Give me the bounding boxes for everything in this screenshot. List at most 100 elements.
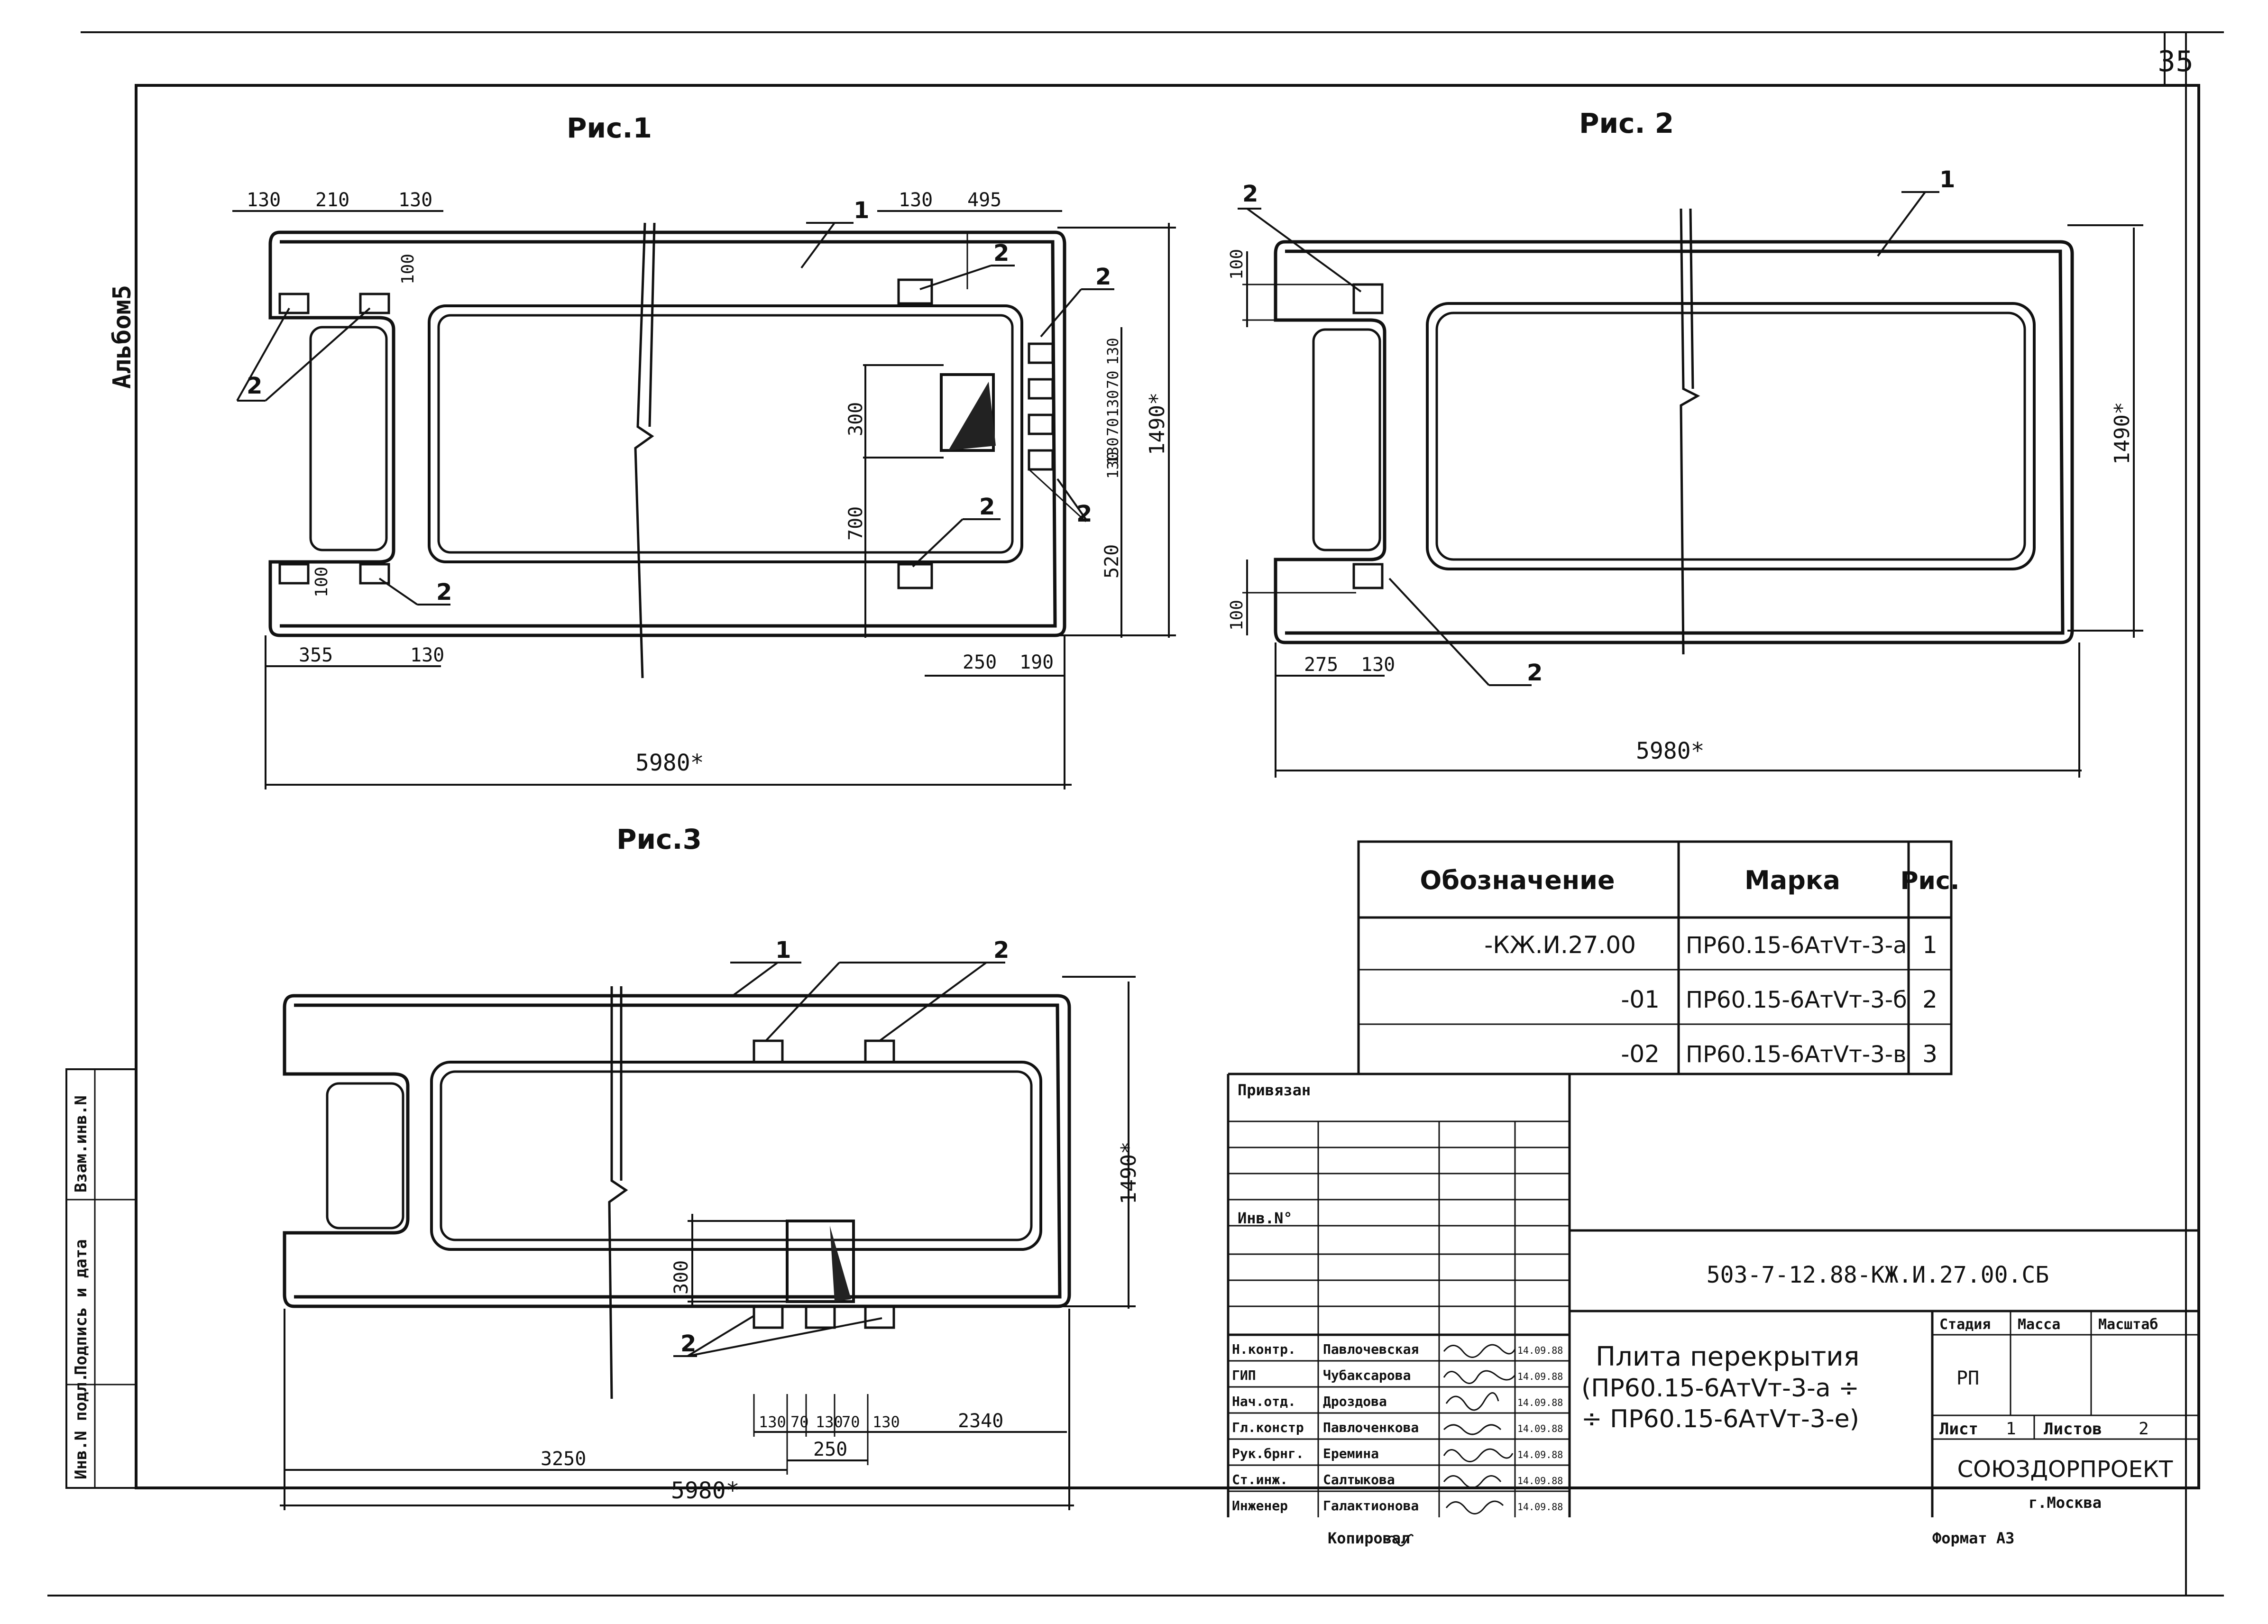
fig2-callout-2a: 2: [1242, 181, 1258, 207]
tb-title-2: (ПР60.15-6АтⅤт-3-а ÷: [1581, 1374, 1859, 1403]
fig1-dim-r1490: 1490*: [1145, 393, 1169, 455]
fig1-callout-1: 1: [854, 197, 869, 224]
fig1-dim-bot-250: 250: [963, 651, 997, 673]
fig2-dim-left-100b: 100: [1227, 600, 1247, 631]
tb-role-5: Рук.брнг.: [1232, 1446, 1304, 1461]
spec-header-designation: Обозначение: [1420, 865, 1615, 895]
sheet-frame: [47, 31, 2224, 1596]
tb-stage-header: Стадия: [1939, 1316, 1991, 1333]
title-block-grid: [1227, 1073, 2199, 1517]
tb-role-1: Н.контр.: [1232, 1341, 1296, 1357]
tb-role-7: Инженер: [1232, 1498, 1288, 1514]
tb-name-4: Павлоченкова: [1323, 1420, 1419, 1435]
tb-sheet-no: 1: [2006, 1419, 2016, 1439]
tb-date-6: 14.09.88: [1517, 1475, 1563, 1486]
tb-date-1: 14.09.88: [1517, 1345, 1563, 1356]
fig1-dim-r130a: 130: [1104, 338, 1122, 365]
fig2-callout-2b: 2: [1527, 660, 1543, 686]
spec-row2-fig: 2: [1922, 986, 1937, 1013]
spec-header-mark: Марка: [1745, 865, 1840, 895]
fig3-dim-v300: 300: [670, 1260, 692, 1294]
spec-row3-fig: 3: [1922, 1040, 1937, 1068]
tb-role-4: Гл.констр: [1232, 1420, 1304, 1435]
tb-date-7: 14.09.88: [1517, 1501, 1563, 1513]
fig3-dim-b70a: 70: [790, 1413, 809, 1431]
fig1-callout-2d: 2: [979, 494, 995, 520]
fig1-dim-top-495: 495: [967, 189, 1001, 211]
album-label: Альбом5: [108, 285, 137, 389]
fig3-callout-2a: 2: [993, 937, 1009, 963]
fig3-dimensions: [280, 976, 1136, 1510]
fig3-dim-b130b: 130: [816, 1413, 843, 1431]
tb-sheet-label: Лист: [1939, 1420, 1978, 1439]
fig2-dim-overall: 5980*: [1636, 738, 1705, 764]
fig3-leaders: [673, 962, 1005, 1357]
tb-mass-header: Масса: [2018, 1316, 2060, 1333]
tb-name-3: Дроздова: [1323, 1394, 1387, 1409]
fig1-dim-r130c: 130: [1104, 437, 1122, 465]
fig1-dim-bot-130: 130: [410, 644, 444, 666]
fig1-dim-r130b: 130: [1104, 390, 1122, 417]
fig3-callout-1: 1: [775, 937, 791, 963]
fig1-dim-v700: 700: [845, 506, 867, 541]
fig2-slab: [1274, 208, 2074, 655]
tb-sheets-label: Листов: [2044, 1420, 2102, 1439]
fig1-dim-left-100: 100: [398, 254, 418, 284]
tb-role-3: Нач.отд.: [1232, 1394, 1296, 1409]
tb-scale-header: Масштаб: [2098, 1316, 2158, 1333]
tb-doc-code: 503-7-12.88-КЖ.И.27.00.СБ: [1707, 1262, 2049, 1288]
fig1-dim-top-130b: 130: [398, 189, 432, 211]
fig1-callout-2a: 2: [993, 240, 1009, 266]
fig2-dim-bot-130: 130: [1361, 654, 1395, 676]
tb-linked: Привязан: [1238, 1081, 1311, 1099]
fig3-slab: [283, 986, 1071, 1399]
fig1-dim-top-130c: 130: [899, 189, 933, 211]
signature-marks: [1386, 1344, 1516, 1547]
fig2-title: Рис. 2: [1579, 107, 1674, 139]
fig1-leaders: [236, 222, 1114, 606]
fig1-dim-left-100b: 100: [312, 567, 331, 597]
tb-stage: РП: [1956, 1367, 1979, 1389]
tb-name-6: Салтыкова: [1323, 1472, 1395, 1487]
fig1-slab: [268, 222, 1066, 679]
tb-org: СОЮЗДОРПРОЕКТ: [1957, 1456, 2173, 1483]
spec-row1-mark: ПР60.15-6АтⅤт-3-а: [1686, 932, 1907, 959]
fig3-dim-b130c: 130: [872, 1413, 900, 1431]
fig3-title: Рис.3: [616, 823, 702, 855]
tb-sheets-no: 2: [2139, 1419, 2149, 1439]
fig2-dim-left-100a: 100: [1227, 249, 1247, 280]
fig1-callout-2b: 2: [1095, 264, 1111, 290]
fig3-dim-r1490: 1490*: [1117, 1142, 1141, 1204]
side-stamp: [65, 1068, 137, 1489]
tb-date-3: 14.09.88: [1517, 1397, 1563, 1408]
spec-row2-designation: -01: [1621, 986, 1660, 1013]
tb-name-7: Галактионова: [1323, 1498, 1419, 1514]
side-stamp-replace: Взам.инв.N: [72, 1095, 91, 1193]
tb-role-2: ГИП: [1232, 1367, 1256, 1383]
fig1-callout-2c: 2: [247, 373, 262, 399]
tb-copied: Копировал: [1328, 1529, 1410, 1547]
fig1-dim-bot-355: 355: [299, 644, 333, 666]
tb-date-4: 14.09.88: [1517, 1423, 1563, 1434]
tb-city: г.Москва: [2029, 1494, 2102, 1512]
fig1-dimensions: [232, 210, 1176, 789]
side-stamp-inv: Инв.N подл.: [72, 1373, 91, 1479]
tb-inv-no: Инв.N°: [1238, 1209, 1293, 1227]
fig1-dim-r520: 520: [1101, 544, 1123, 578]
fig1-callout-2e: 2: [1076, 501, 1092, 527]
spec-row1-fig: 1: [1922, 931, 1937, 959]
spec-header-fig: Рис.: [1900, 867, 1959, 895]
fig3-dim-b70b: 70: [842, 1413, 860, 1431]
fig2-dimensions: [1242, 224, 2143, 778]
side-stamp-sign: Подпись и дата: [72, 1239, 91, 1375]
fig3-dim-b130a: 130: [759, 1413, 786, 1431]
tb-name-2: Чубаксарова: [1323, 1367, 1411, 1383]
tb-role-6: Ст.инж.: [1232, 1472, 1288, 1487]
fig1-dim-top-210: 210: [315, 189, 349, 211]
fig2-dim-bot-275: 275: [1304, 654, 1338, 676]
fig1-dim-overall: 5980*: [635, 750, 704, 776]
spec-row2-mark: ПР60.15-6АтⅤт-3-б: [1686, 987, 1907, 1013]
fig1-dim-r70b: 70: [1104, 418, 1122, 436]
fig1-dim-top-130a: 130: [247, 189, 281, 211]
